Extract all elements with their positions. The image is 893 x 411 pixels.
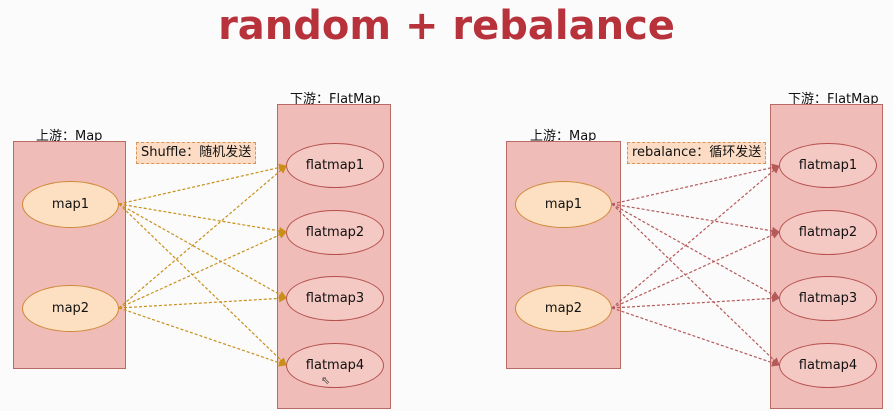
map-node: map1: [515, 181, 612, 228]
arrow-map2-flatmap1: [611, 165, 780, 309]
mouse-cursor-icon: ⇖: [321, 374, 331, 387]
strategy-label: rebalance：循环发送: [627, 142, 767, 164]
arrow-map2-flatmap3: [611, 294, 780, 309]
arrow-map1-flatmap2: [611, 203, 780, 235]
arrow-map1-flatmap4: [611, 203, 780, 366]
upstream-label: 上游：Map: [36, 129, 103, 144]
map-node: map2: [515, 285, 612, 332]
flatmap-node: flatmap2: [779, 210, 877, 255]
flatmap-node: flatmap4: [286, 343, 384, 388]
arrow-map1-flatmap4: [118, 203, 287, 366]
strategy-label: Shuffle：随机发送: [136, 142, 257, 164]
arrow-map1-flatmap3: [611, 203, 780, 299]
arrow-map2-flatmap2: [611, 231, 780, 309]
flatmap-node: flatmap3: [286, 276, 384, 321]
flatmap-node: flatmap3: [779, 276, 877, 321]
arrow-map1-flatmap3: [118, 203, 287, 299]
downstream-label: 下游：FlatMap: [290, 92, 381, 107]
arrow-map2-flatmap1: [118, 165, 287, 309]
flatmap-node: flatmap1: [286, 143, 384, 188]
arrow-map1-flatmap2: [118, 203, 287, 235]
arrow-map2-flatmap4: [611, 307, 780, 367]
map-node: map1: [22, 181, 119, 228]
flatmap-node: flatmap2: [286, 210, 384, 255]
arrow-map2-flatmap3: [118, 294, 287, 309]
upstream-label: 上游：Map: [530, 129, 597, 144]
page-title: random + rebalance: [218, 3, 675, 49]
downstream-label: 下游：FlatMap: [788, 92, 879, 107]
map-node: map2: [22, 285, 119, 332]
flatmap-node: flatmap1: [779, 143, 877, 188]
arrow-map1-flatmap1: [118, 163, 287, 205]
flatmap-node: flatmap4: [779, 343, 877, 388]
arrow-map2-flatmap4: [118, 307, 287, 367]
arrow-map2-flatmap2: [118, 231, 287, 309]
arrow-map1-flatmap1: [611, 163, 780, 205]
